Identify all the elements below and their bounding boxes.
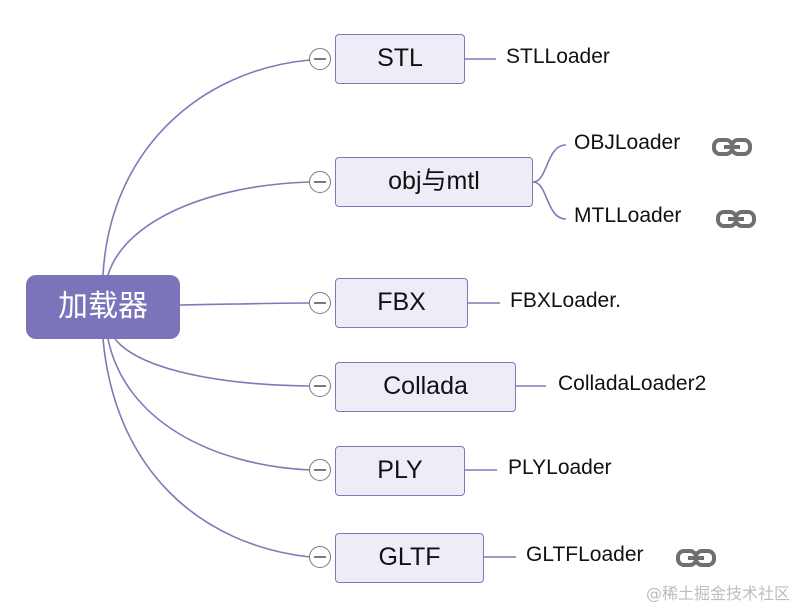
minus-circle-icon[interactable] [309, 48, 331, 70]
connector-root-obj [107, 181, 311, 276]
leaf-gltfloader[interactable]: GLTFLoader [526, 543, 644, 566]
minus-circle-icon[interactable] [309, 546, 331, 568]
leaf-plyloader[interactable]: PLYLoader [508, 456, 612, 479]
link-icon[interactable] [716, 208, 756, 230]
minus-circle-icon[interactable] [309, 459, 331, 481]
branch-node-gltf[interactable]: GLTF [335, 533, 484, 583]
minus-circle-icon[interactable] [309, 292, 331, 314]
leaf-fbxloader[interactable]: FBXLoader. [510, 289, 621, 312]
leaf-objloader[interactable]: OBJLoader [574, 131, 681, 154]
connector-root-ply [107, 338, 311, 471]
connector-root-collada [114, 338, 311, 387]
link-icon[interactable] [712, 136, 752, 158]
connector-root-gltf [102, 338, 311, 558]
connector-root-fbx [179, 302, 311, 306]
watermark: @稀土掘金技术社区 [645, 584, 790, 603]
branch-node-fbx[interactable]: FBX [335, 278, 468, 328]
link-icon[interactable] [676, 547, 716, 569]
leaf-mtlloader[interactable]: MTLLoader [574, 204, 682, 227]
minus-circle-icon[interactable] [309, 171, 331, 193]
branch-node-stl[interactable]: STL [335, 34, 465, 84]
leaf-colladaloader2[interactable]: ColladaLoader2 [558, 372, 707, 395]
branch-node-collada[interactable]: Collada [335, 362, 516, 412]
leaf-stlloader[interactable]: STLLoader [506, 45, 610, 68]
root-node[interactable]: 加载器 [26, 275, 180, 339]
connector-obj-fork [532, 144, 567, 220]
connector-root-stl [102, 59, 311, 276]
branch-node-ply[interactable]: PLY [335, 446, 465, 496]
minus-circle-icon[interactable] [309, 375, 331, 397]
branch-node-obj-mtl[interactable]: obj与mtl [335, 157, 533, 207]
